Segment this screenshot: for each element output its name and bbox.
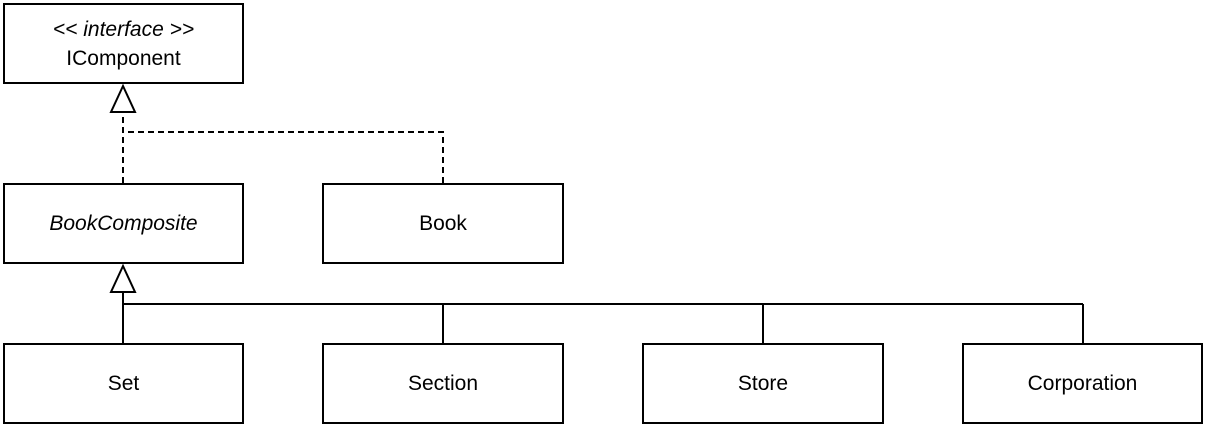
set-class-box: Set [3, 343, 244, 424]
section-name: Section [407, 372, 479, 395]
section-class-box: Section [322, 343, 564, 424]
realization-arrowhead [109, 83, 137, 113]
generalization-edges [122, 292, 1084, 343]
book-class-box: Book [322, 183, 564, 264]
corporation-name: Corporation [1027, 372, 1138, 395]
realization-edge-book [123, 131, 444, 183]
generalization-arrowhead [109, 263, 137, 293]
bookcomposite-class-box: BookComposite [3, 183, 244, 264]
realization-edges [122, 112, 444, 183]
store-class-box: Store [642, 343, 884, 424]
interface-name: IComponent [66, 46, 181, 70]
bookcomposite-name: BookComposite [49, 212, 198, 235]
icomponent-interface-box: << interface >> IComponent [3, 3, 244, 84]
set-name: Set [107, 372, 140, 395]
interface-stereotype: << interface >> [52, 17, 195, 41]
book-name: Book [419, 212, 467, 235]
corporation-class-box: Corporation [962, 343, 1203, 424]
store-name: Store [737, 372, 789, 395]
